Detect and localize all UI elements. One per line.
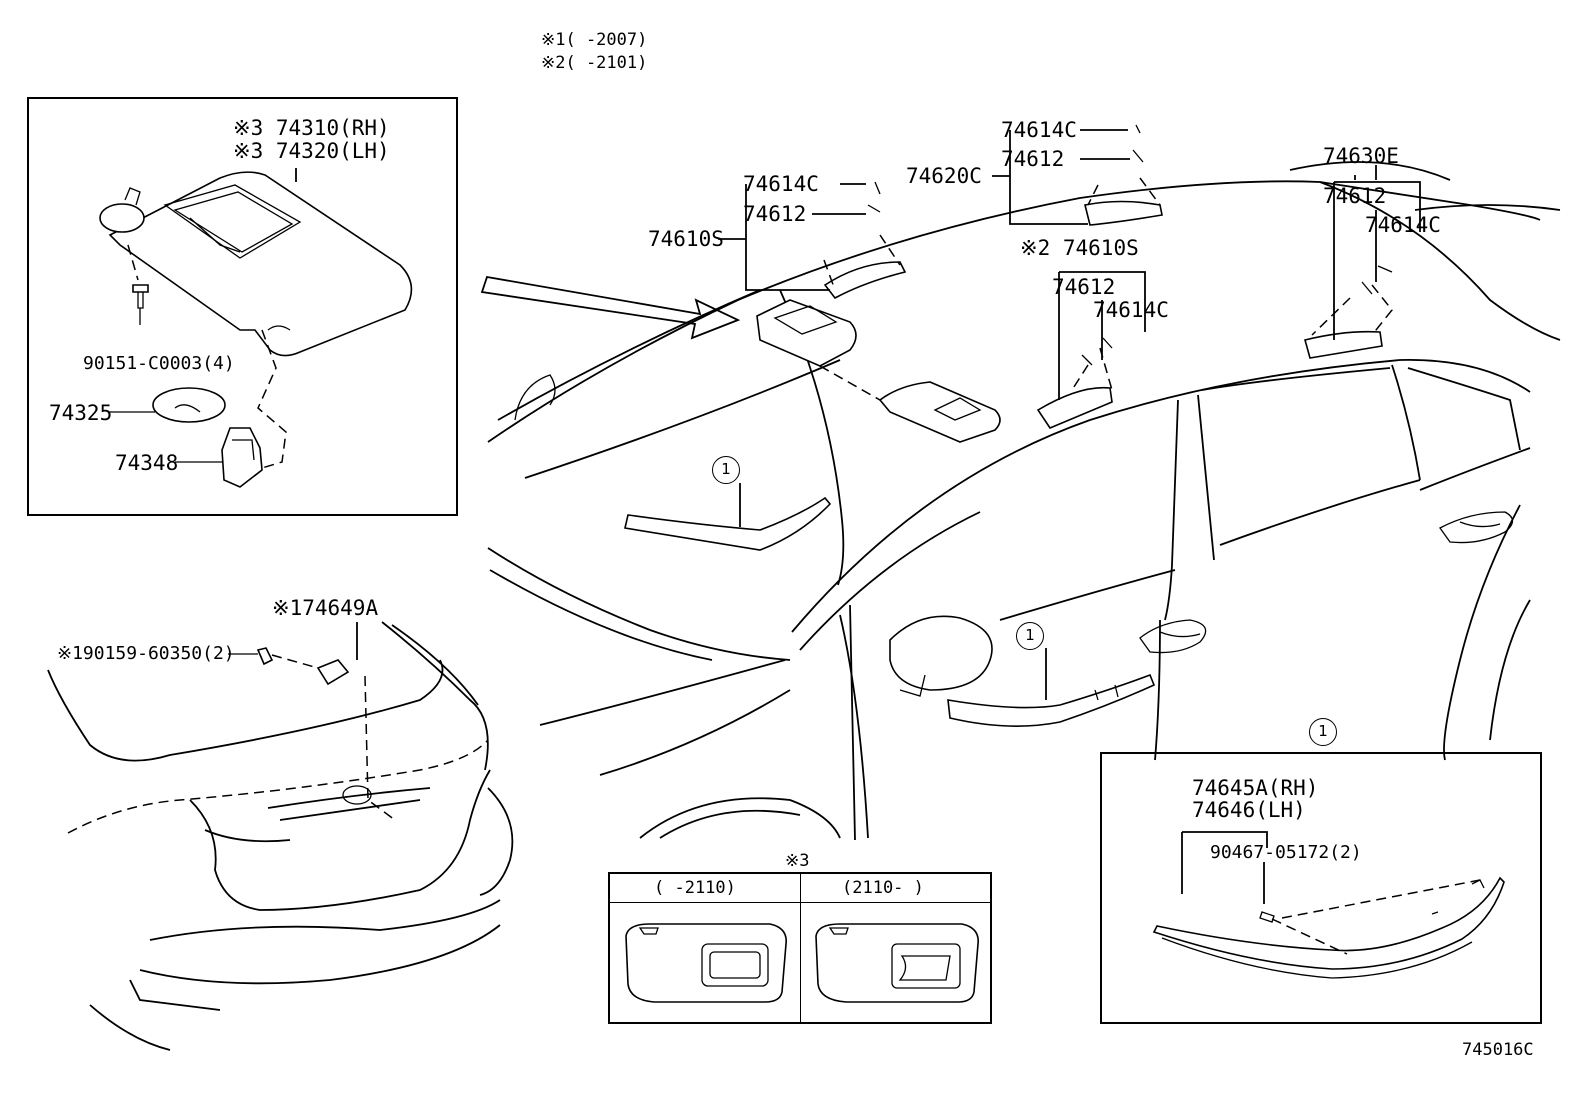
car-sun-visor [756,299,1001,443]
label-74310[interactable]: ※3 74310(RH) [233,116,390,140]
label-90151[interactable]: 90151-C0003(4) [83,353,235,374]
callout-circle: 1 [1309,718,1337,746]
door-trim-molding-front [624,496,832,551]
sun-visor-variants-box: ( -2110) (2110- ) [608,872,992,1024]
sun-visor-inset-box [27,97,458,516]
label-74614c-b[interactable]: 74614C [1001,118,1077,142]
label-74646[interactable]: 74646(LH) [1192,798,1306,822]
label-74612-c[interactable]: 74612 [1052,275,1116,299]
grab-handle-d [1304,330,1383,359]
label-90467[interactable]: 90467-05172(2) [1210,842,1362,863]
callout-circle: 1 [712,456,740,484]
variant-left-header: ( -2110) [654,878,736,898]
holder-74348 [221,427,263,488]
grab-handle-b [1084,200,1163,226]
label-74348[interactable]: 74348 [115,451,179,475]
label-74649a[interactable]: ※174649A [272,596,379,620]
label-90159[interactable]: ※190159-60350(2) [57,643,235,664]
clip-90159 [256,647,274,666]
car-body-lines [487,161,1561,841]
grab-handle-a [823,261,907,300]
label-74320[interactable]: ※3 74320(LH) [233,139,390,163]
callout-circle: 1 [1016,622,1044,650]
screw-90151 [132,284,149,325]
grab-handle-c [1036,386,1113,429]
label-74614c-a[interactable]: 74614C [743,172,819,196]
label-74630e[interactable]: 74630E [1323,144,1399,168]
label-74325[interactable]: 74325 [49,401,113,425]
note-1: ※1( -2007) [541,30,648,50]
label-74612-d[interactable]: 74612 [1323,184,1387,208]
variants-title: ※3 [785,851,810,871]
variant-visors [625,923,979,1003]
diagram-code: 745016C [1462,1040,1534,1060]
cover-74325 [152,387,226,423]
label-74612-a[interactable]: 74612 [743,202,807,226]
label-74610s[interactable]: 74610S [648,227,724,251]
door-trim-detail [1152,831,1505,979]
visor-variant-old [625,923,787,1003]
door-trim-inset-box: 74645A(RH) 74646(LH) 90467-05172(2) [1100,752,1542,1024]
visor-variant-new [815,923,979,1003]
label-74645a[interactable]: 74645A(RH) [1192,776,1319,800]
variant-right-header: (2110- ) [842,878,924,898]
label-74612-b[interactable]: 74612 [1001,147,1065,171]
label-74620c[interactable]: 74620C [906,164,982,188]
label-74610s-2[interactable]: ※2 74610S [1020,236,1139,260]
rear-exterior [47,621,514,1051]
label-74614c-c[interactable]: 74614C [1093,298,1169,322]
note-2: ※2( -2101) [541,53,648,73]
door-trim-molding-rear [947,673,1156,727]
label-74614c-d[interactable]: 74614C [1365,213,1441,237]
sun-visor-detail [99,171,413,357]
rear-emblem-74649a [316,659,350,686]
